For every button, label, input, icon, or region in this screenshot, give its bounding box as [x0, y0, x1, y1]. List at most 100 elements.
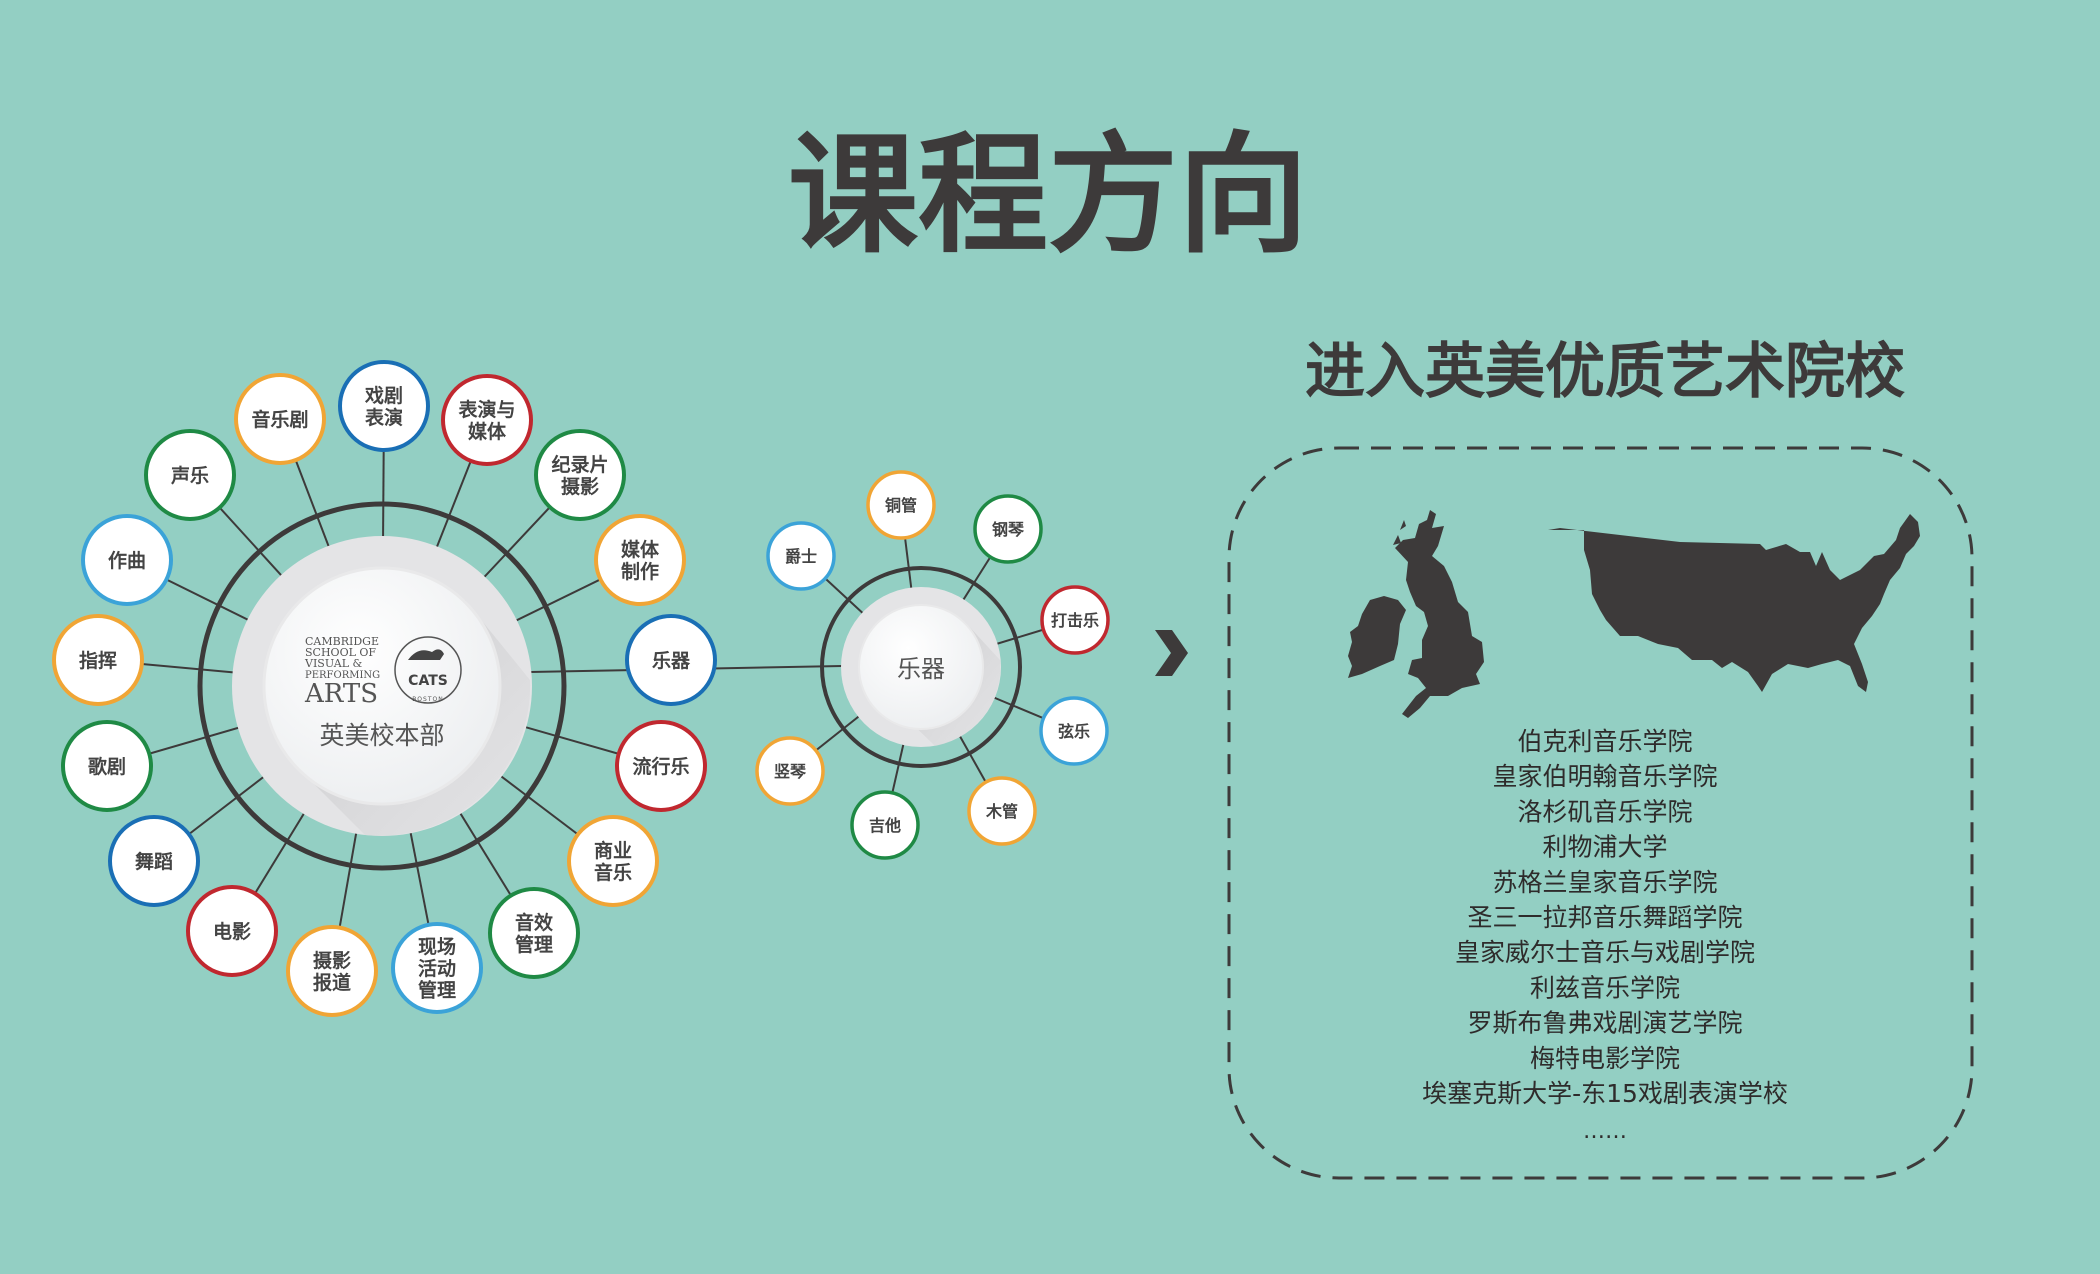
- chevron-right-icon: [1155, 630, 1188, 676]
- course-bubble-16[interactable]: 声乐: [144, 429, 236, 521]
- satellite-label: 作曲: [108, 549, 146, 572]
- course-bubble-1[interactable]: 戏剧表演: [338, 360, 430, 452]
- satellite-label: 表演与: [458, 398, 515, 421]
- satellite-circle: [534, 429, 626, 521]
- course-bubble-13[interactable]: 歌剧: [61, 720, 153, 812]
- satellite-label: 媒体: [468, 420, 507, 443]
- main-hub-ring: [197, 501, 567, 871]
- school-item: 皇家伯明翰音乐学院: [1492, 762, 1717, 791]
- school-item: 埃塞克斯大学-东15戏剧表演学校: [1422, 1079, 1788, 1108]
- instrument-bubble-6[interactable]: 竖琴: [755, 736, 825, 806]
- satellite-circle: [234, 373, 326, 465]
- school-item: 利物浦大学: [1542, 833, 1667, 862]
- svg-text:ARTS: ARTS: [304, 679, 378, 709]
- course-bubble-15[interactable]: 作曲: [81, 514, 173, 606]
- course-bubble-12[interactable]: 舞蹈: [108, 815, 200, 907]
- svg-text:PERFORMING: PERFORMING: [305, 670, 380, 681]
- course-bubble-0[interactable]: 音乐剧: [234, 373, 326, 465]
- instrument-hub-label: 乐器: [897, 655, 945, 683]
- school-item: 皇家威尔士音乐与戏剧学院: [1455, 938, 1755, 967]
- satellite-label: 纪录片: [551, 453, 608, 476]
- school-item: 圣三一拉邦音乐舞蹈学院: [1467, 903, 1742, 932]
- satellite-circle: [1040, 585, 1110, 655]
- satellite-circle: [866, 470, 936, 540]
- instrument-hub: 乐器: [820, 566, 1022, 768]
- svg-text:BOSTON: BOSTON: [412, 696, 443, 703]
- instrument-bubble-1[interactable]: 钢琴: [973, 494, 1043, 564]
- instrument-bubble-0[interactable]: 铜管: [866, 470, 936, 540]
- satellite-label: 吉他: [869, 816, 901, 835]
- main-hub-satellites: 音乐剧戏剧表演表演与媒体纪录片摄影媒体制作乐器流行乐商业音乐音效管理现场活动管理…: [52, 360, 717, 1017]
- school-item: 苏格兰皇家音乐学院: [1492, 868, 1717, 897]
- instrument-bubble-7[interactable]: 爵士: [766, 521, 836, 591]
- course-bubble-11[interactable]: 电影: [186, 885, 278, 977]
- school-item: 伯克利音乐学院: [1517, 727, 1692, 756]
- satellite-label: 制作: [621, 560, 659, 583]
- instrument-bubble-2[interactable]: 打击乐: [1040, 585, 1110, 655]
- instrument-bubble-3[interactable]: 弦乐: [1039, 696, 1109, 766]
- main-hub-center: [262, 566, 502, 806]
- satellite-label: 木管: [985, 802, 1018, 821]
- school-item: 利兹音乐学院: [1530, 973, 1680, 1002]
- school-item: 梅特电影学院: [1530, 1044, 1680, 1073]
- satellite-circle: [967, 776, 1037, 846]
- satellite-label: 音乐剧: [251, 408, 308, 431]
- satellite-label: 乐器: [652, 650, 691, 672]
- instrument-bubble-5[interactable]: 吉他: [850, 790, 920, 860]
- satellite-circle: [488, 887, 580, 979]
- course-bubble-5[interactable]: 乐器: [625, 614, 717, 706]
- svg-text:CATS: CATS: [408, 673, 448, 689]
- satellite-label: 歌剧: [88, 755, 126, 778]
- satellite-label: 媒体: [621, 538, 660, 561]
- satellite-label: 戏剧: [364, 385, 403, 407]
- uk-map: [1348, 510, 1484, 718]
- satellite-label: 弦乐: [1058, 722, 1090, 741]
- satellite-label: 报道: [313, 971, 351, 994]
- usa-map: [1548, 514, 1920, 692]
- satellite-circle: [441, 374, 533, 466]
- main-hub-label: 英美校本部: [319, 721, 444, 750]
- schools-box: [1227, 446, 1974, 1180]
- satellite-circle: [61, 720, 153, 812]
- course-bubble-6[interactable]: 流行乐: [615, 720, 707, 812]
- instrument-hub-ring: [820, 566, 1022, 768]
- satellite-label: 活动: [418, 957, 456, 980]
- satellite-label: 现场: [418, 936, 456, 958]
- satellite-label: 竖琴: [774, 762, 807, 781]
- svg-text:SCHOOL OF: SCHOOL OF: [305, 646, 376, 659]
- schools-more: ……: [1583, 1119, 1627, 1144]
- satellite-circle: [108, 815, 200, 907]
- satellite-label: 商业: [594, 839, 632, 862]
- satellite-circle: [625, 614, 717, 706]
- satellite-circle: [755, 736, 825, 806]
- schools-list: 伯克利音乐学院皇家伯明翰音乐学院洛杉矶音乐学院利物浦大学苏格兰皇家音乐学院圣三一…: [1422, 727, 1788, 1144]
- satellite-circle: [52, 614, 144, 706]
- satellite-label: 爵士: [785, 547, 817, 566]
- satellite-label: 管理: [418, 979, 456, 1002]
- satellite-label: 流行乐: [632, 755, 689, 778]
- satellite-label: 表演: [365, 406, 403, 429]
- satellite-circle: [186, 885, 278, 977]
- satellite-circle: [286, 925, 378, 1017]
- satellite-label: 铜管: [885, 496, 917, 515]
- satellite-label: 摄影: [313, 949, 351, 972]
- page-title: 课程方向: [788, 119, 1308, 271]
- satellite-circle: [850, 790, 920, 860]
- instrument-bubble-4[interactable]: 木管: [967, 776, 1037, 846]
- satellite-label: 打击乐: [1051, 611, 1099, 630]
- svg-text:VISUAL &: VISUAL &: [304, 657, 363, 670]
- course-bubble-14[interactable]: 指挥: [52, 614, 144, 706]
- section-subtitle: 进入英美优质艺术院校: [1305, 337, 1905, 407]
- satellite-circle: [391, 922, 483, 1014]
- satellite-label: 摄影: [561, 475, 599, 498]
- satellite-circle: [973, 494, 1043, 564]
- satellite-circle: [594, 514, 686, 606]
